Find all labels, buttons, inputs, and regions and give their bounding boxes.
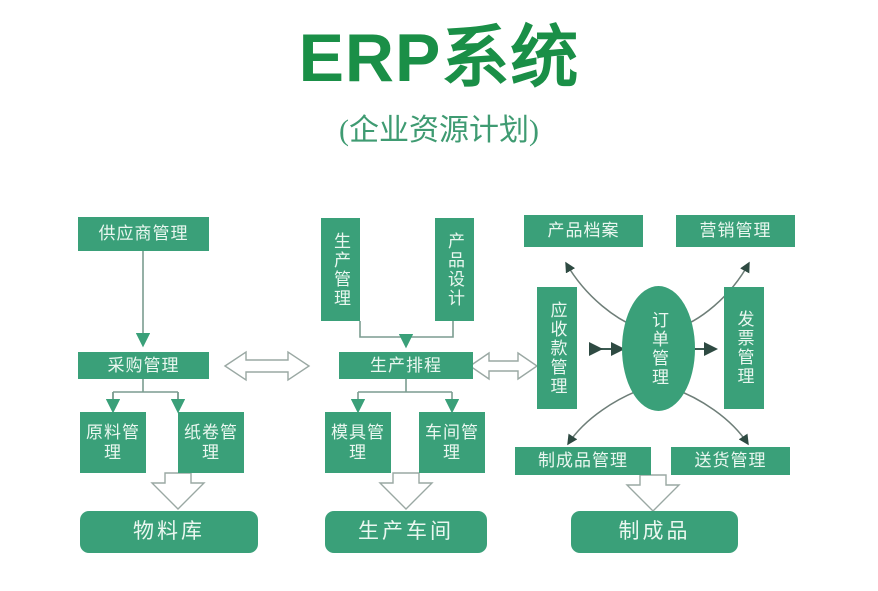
node-product-archive[interactable]: 产品档案: [524, 215, 643, 247]
node-purchase-management[interactable]: 采购管理: [78, 352, 209, 379]
wire-prod-design-to-scheduling: [359, 321, 454, 349]
node-production-scheduling[interactable]: 生产排程: [339, 352, 473, 379]
node-finished-goods-management[interactable]: 制成品管理: [515, 447, 651, 475]
wire-workshop-down-arrow: [378, 472, 434, 510]
node-paper-roll-management[interactable]: 纸卷管理: [178, 412, 244, 473]
node-production-management[interactable]: 生产管理: [321, 218, 360, 321]
node-marketing-management[interactable]: 营销管理: [676, 215, 795, 247]
wire-finished-down-arrow: [625, 474, 681, 512]
node-material-warehouse[interactable]: 物料库: [80, 511, 258, 553]
node-finished-goods[interactable]: 制成品: [571, 511, 738, 553]
node-order-management[interactable]: 订单管理: [622, 286, 695, 411]
double-arrow-scheduling-receivable: [468, 351, 539, 381]
node-delivery-management[interactable]: 送货管理: [671, 447, 790, 475]
page-title: ERP系统: [298, 20, 580, 96]
node-production-workshop[interactable]: 生产车间: [325, 511, 487, 553]
node-supplier-management[interactable]: 供应商管理: [78, 217, 209, 251]
node-invoice-management[interactable]: 发票管理: [724, 287, 764, 409]
curve-order-to-finished-mgmt: [567, 387, 646, 446]
double-arrow-purchase-scheduling: [223, 350, 311, 382]
node-workshop-management[interactable]: 车间管理: [419, 412, 485, 473]
page-subtitle: (企业资源计划): [339, 114, 539, 147]
wire-materials-to-warehouse: [150, 472, 206, 510]
node-receivable-management[interactable]: 应收款管理: [537, 287, 577, 409]
wire-purchase-branch: [105, 379, 186, 414]
node-mold-management[interactable]: 模具管理: [325, 412, 391, 473]
node-product-design[interactable]: 产品设计: [435, 218, 474, 321]
wire-scheduling-branch: [350, 379, 460, 414]
node-raw-material-management[interactable]: 原料管理: [80, 412, 146, 473]
